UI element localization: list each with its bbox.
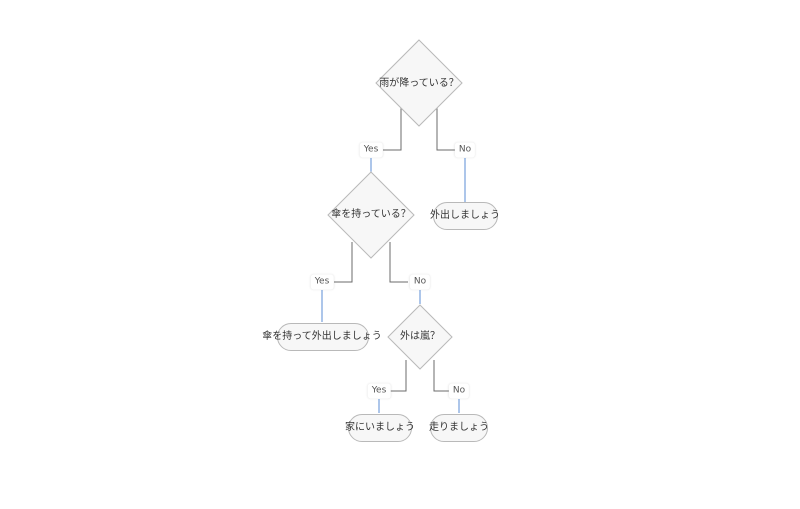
terminal-label-go-out-umbrella: 傘を持って外出しましょう — [262, 331, 382, 342]
decision-node-raining[interactable] — [375, 39, 463, 127]
terminal-label-stay-home: 家にいましょう — [345, 422, 415, 433]
terminal-node-go-out[interactable] — [433, 202, 498, 230]
terminal-node-stay-home[interactable] — [348, 414, 412, 442]
edge-label-q2-yes: Yes — [310, 274, 334, 290]
edge-label-q2-no: No — [409, 274, 431, 290]
edge-label-q1-yes: Yes — [359, 142, 383, 158]
edge-q1-yes — [383, 108, 402, 151]
decision-node-storm[interactable] — [387, 304, 453, 370]
edge-q2-yes — [334, 242, 353, 283]
edge-q3-yes — [390, 360, 407, 392]
decision-label-has-umbrella: 傘を持っている？ — [331, 209, 411, 220]
terminal-label-run: 走りましょう — [429, 422, 489, 433]
edge-label-q3-no: No — [448, 383, 470, 399]
edge-label-q3-yes: Yes — [367, 383, 391, 399]
edge-q3-no — [433, 360, 450, 392]
terminal-node-run[interactable] — [430, 414, 488, 442]
decision-label-storm: 外は嵐？ — [400, 331, 440, 342]
edge-label-q1-no: No — [454, 142, 476, 158]
terminal-label-go-out: 外出しましょう — [430, 210, 500, 221]
terminal-node-go-out-umbrella[interactable] — [277, 323, 369, 351]
diamond-shape — [387, 304, 453, 370]
decision-node-has-umbrella[interactable] — [327, 171, 415, 259]
diamond-shape — [375, 39, 463, 127]
edge-q2-no — [389, 242, 408, 283]
diamond-shape — [327, 171, 415, 259]
edge-q1-no — [436, 108, 455, 151]
decision-label-raining: 雨が降っている？ — [379, 78, 459, 89]
